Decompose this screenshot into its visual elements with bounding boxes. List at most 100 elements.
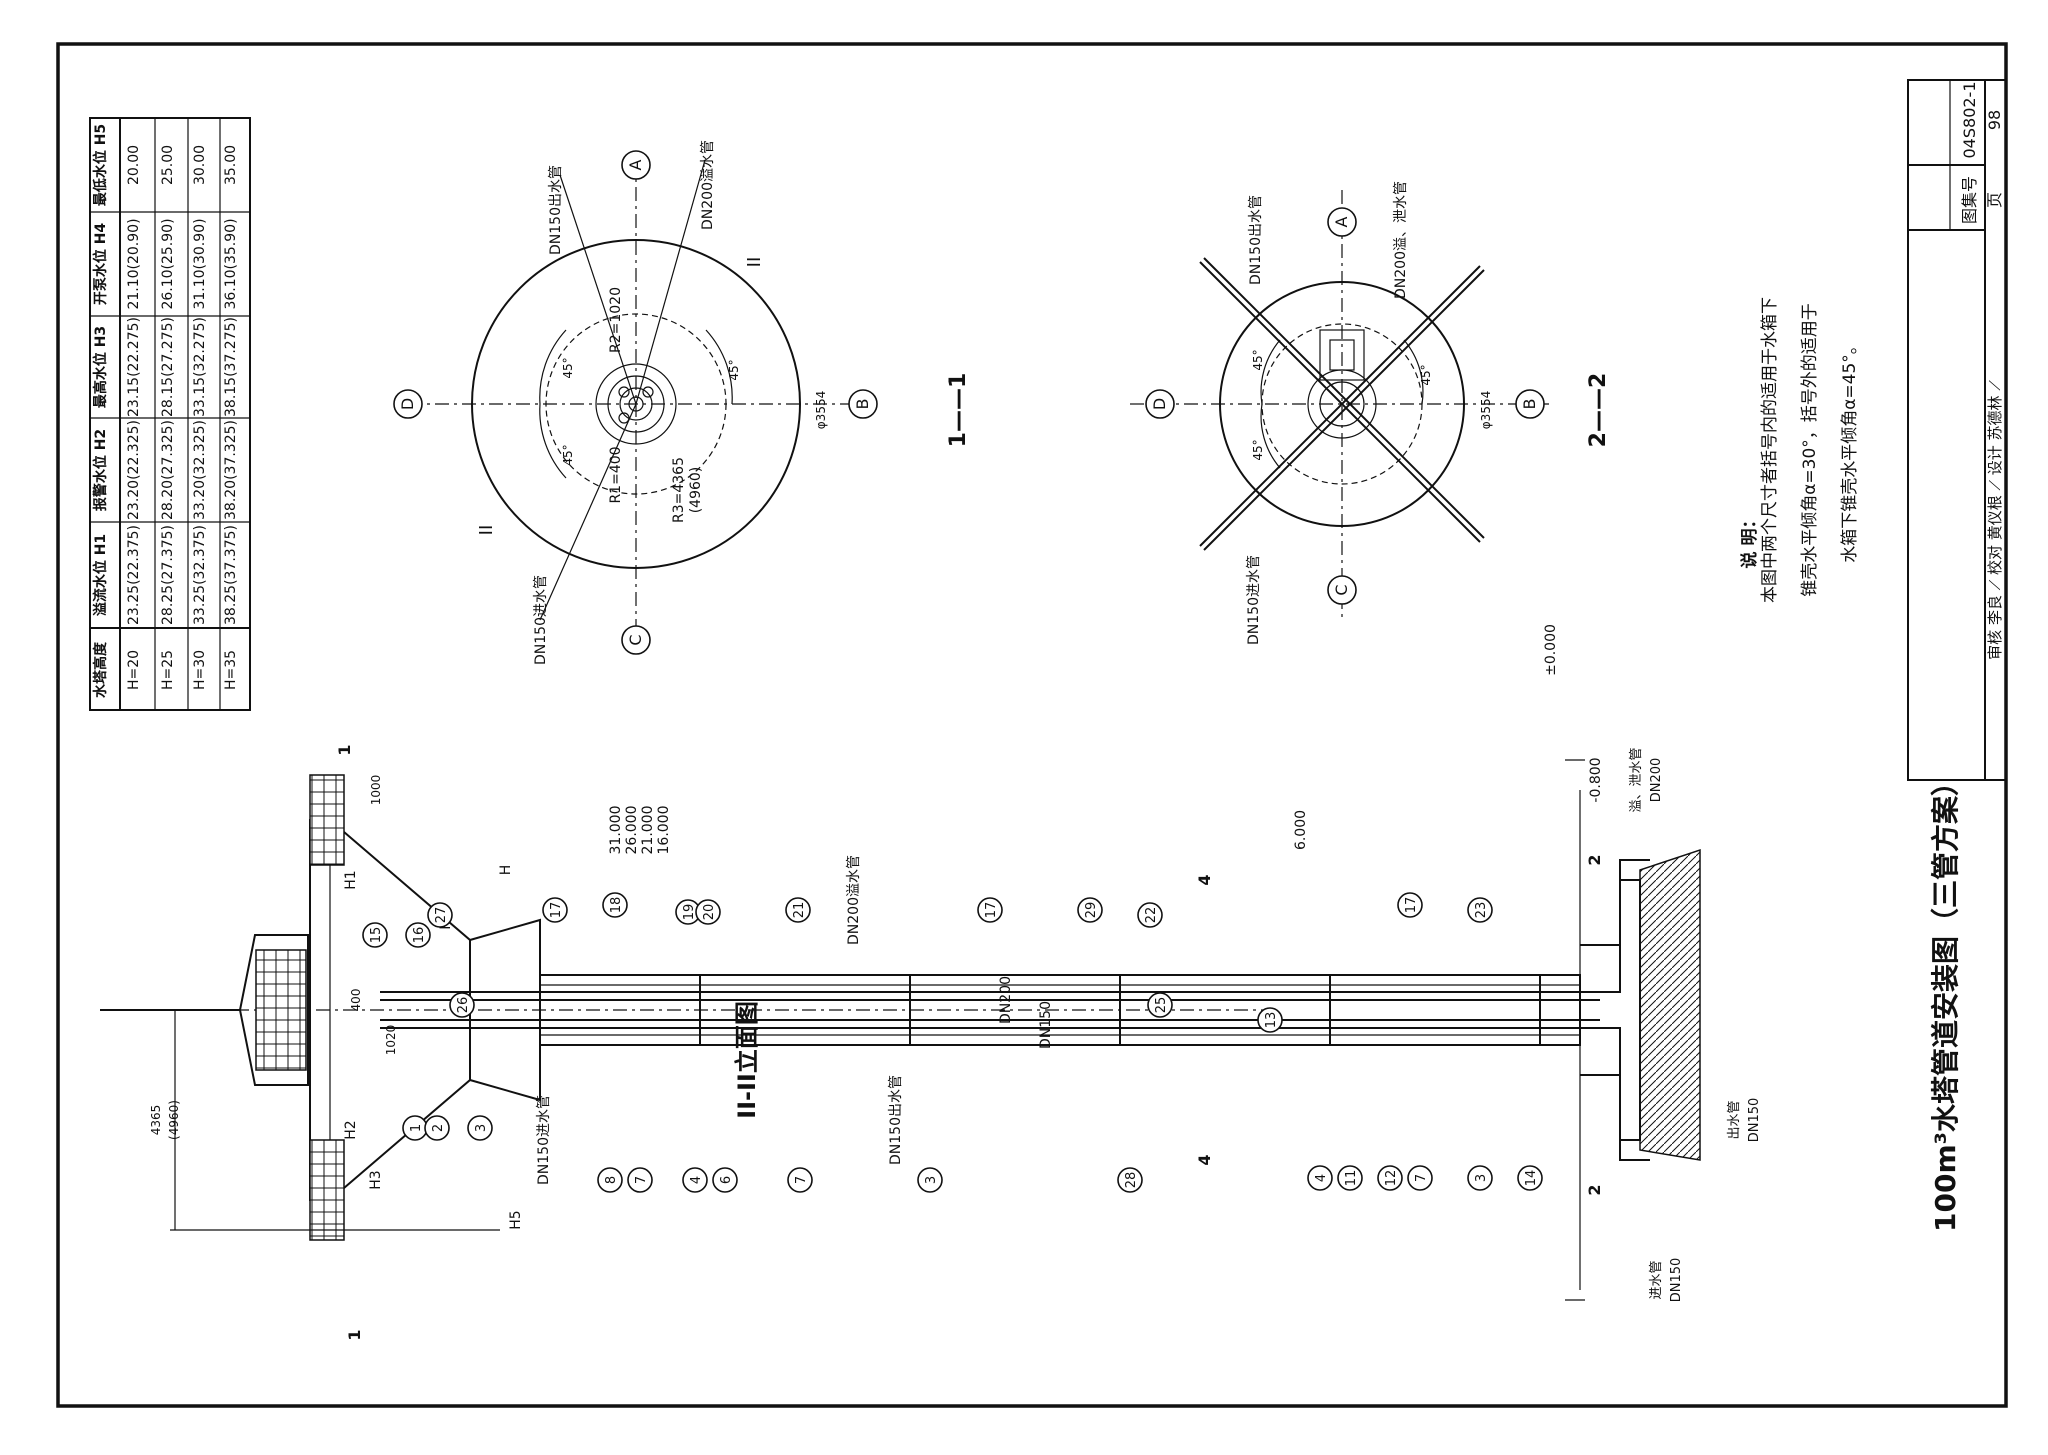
- table-cell-3-2: 38.20(37.325): [223, 420, 239, 520]
- table-cell-0-1: 23.25(22.375): [126, 525, 142, 625]
- callout-25: 28: [1124, 1172, 1139, 1189]
- elev-dim-1020: 1020: [384, 1025, 398, 1056]
- elev-dim-400: 400: [349, 989, 363, 1012]
- callout-5: 27: [434, 907, 449, 924]
- axis-c-circle: [621, 625, 651, 655]
- table-cell-0-5: 20.00: [126, 145, 142, 185]
- callout-14: 22: [1144, 907, 1159, 924]
- plan2-ang1: 45°: [1251, 349, 1265, 370]
- plan2-out150: DN150出水管: [1248, 195, 1264, 285]
- callout-29: 7: [1414, 1174, 1429, 1182]
- callout-6-circle: [449, 992, 475, 1018]
- axis-b-circle: [848, 389, 878, 419]
- callout-20-circle: [627, 1167, 653, 1193]
- water-mark-5: H5: [508, 1210, 524, 1229]
- table-cell-1-2: 28.20(27.325): [160, 420, 176, 520]
- axis-a-circle: [621, 150, 651, 180]
- callout-2-circle: [467, 1115, 493, 1141]
- table-cell-2-0: H=30: [192, 650, 208, 690]
- pipe-drain: 溢、泄水管: [1629, 747, 1644, 812]
- plan1-ang2: 45°: [561, 444, 575, 465]
- plan2-phi: φ3554: [1479, 391, 1493, 429]
- notes-line-1: 锥壳水平倾角α=30°，括号外的适用于: [1800, 303, 1820, 597]
- plan1-ang1: 45°: [561, 357, 575, 378]
- callout-23-circle: [787, 1167, 813, 1193]
- callout-2: 3: [474, 1124, 489, 1132]
- axis2-a-circle: [1327, 207, 1357, 237]
- notes-line-2: 水箱下锥壳水平倾角α=45°。: [1840, 337, 1860, 563]
- elev-dim-4960: (4960): [167, 1100, 181, 1140]
- callout-3-circle: [362, 922, 388, 948]
- water-mark-2: H2: [343, 1120, 359, 1139]
- callout-19-circle: [597, 1167, 623, 1193]
- callout-25-circle: [1117, 1167, 1143, 1193]
- callout-30: 3: [1474, 1174, 1489, 1182]
- table-header-0: 水塔高度: [92, 641, 109, 698]
- plan1-out150: DN150出水管: [548, 165, 564, 255]
- elev-level-6: 6.000: [1293, 810, 1309, 850]
- elev-level-0: ±0.000: [1543, 624, 1559, 676]
- section-mark-1: 1: [345, 1329, 364, 1340]
- callout-0: 1: [409, 1124, 424, 1132]
- table-cell-1-0: H=25: [160, 650, 176, 690]
- notes-heading: 说 明：: [1739, 512, 1760, 569]
- notes: 说 明：本图中两个尺寸者括号内的适用于水箱下锥壳水平倾角α=30°，括号外的适用…: [1739, 297, 1860, 603]
- callout-28: 12: [1384, 1170, 1399, 1187]
- axis2-c-circle: [1327, 575, 1357, 605]
- plan2-ang3: 45°: [1419, 364, 1433, 385]
- axis2-a: A: [1332, 216, 1351, 227]
- plan1-cut-bot: II: [476, 525, 497, 536]
- pipe-inlet-dn: DN150: [1669, 1258, 1684, 1303]
- plan1-over200: DN200溢水管: [700, 140, 716, 230]
- pipe-outlet-dn: DN150: [1747, 1098, 1762, 1143]
- section-mark-4: 4: [1195, 874, 1214, 885]
- outer-frame: [56, 42, 2008, 1408]
- pipe-dn150: DN150: [1038, 1001, 1054, 1049]
- table-cell-0-4: 21.10(20.90): [126, 218, 142, 309]
- water-mark-1: H1: [343, 870, 359, 889]
- callout-12-circle: [977, 897, 1003, 923]
- axis-b: B: [853, 399, 872, 410]
- water-mark-0: H: [498, 865, 514, 876]
- callout-13-circle: [1077, 897, 1103, 923]
- callout-18-circle: [1257, 1007, 1283, 1033]
- elev-level-1: 26.000: [624, 806, 640, 855]
- pipe-outlet: 出水管: [1727, 1100, 1742, 1139]
- axis-d: D: [398, 398, 417, 410]
- page-label: 页: [1985, 192, 2004, 208]
- table-cell-3-0: H=35: [223, 650, 239, 690]
- plan1-phi: φ3554: [814, 391, 828, 429]
- table-header-5: 最低水位 H5: [92, 124, 109, 206]
- axis-c: C: [626, 634, 645, 645]
- callout-11-circle: [785, 897, 811, 923]
- table-cell-0-2: 23.20(22.325): [126, 420, 142, 520]
- callout-7: 17: [549, 902, 564, 919]
- callout-30-circle: [1467, 1165, 1493, 1191]
- callout-3: 15: [369, 927, 384, 944]
- table-cell-3-3: 38.15(37.275): [223, 317, 239, 417]
- pipe-out150: DN150出水管: [888, 1075, 904, 1165]
- pipe-in150: DN150进水管: [536, 1095, 552, 1185]
- table-cell-3-1: 38.25(37.375): [223, 525, 239, 625]
- pipe-dn200: DN200: [998, 976, 1014, 1024]
- section-mark-5: 4: [1195, 1154, 1214, 1165]
- axis2-b-circle: [1515, 389, 1545, 419]
- table-cell-1-4: 26.10(25.90): [160, 218, 176, 309]
- plan1-cut-top: II: [744, 257, 765, 268]
- plan2-section-label: 2——2: [1586, 373, 1611, 448]
- table-cell-2-4: 31.10(30.90): [192, 218, 208, 309]
- callout-10-circle: [695, 899, 721, 925]
- callout-24: 3: [924, 1176, 939, 1184]
- plan2-in150: DN150进水管: [1246, 555, 1262, 645]
- callout-21-circle: [682, 1167, 708, 1193]
- axis2-c: C: [1332, 584, 1351, 595]
- callout-26: 4: [1314, 1174, 1329, 1182]
- table-header-2: 报警水位 H2: [92, 429, 109, 511]
- elev-dim-4365: 4365: [149, 1105, 163, 1136]
- callout-22: 6: [719, 1176, 734, 1184]
- callout-17-circle: [1147, 992, 1173, 1018]
